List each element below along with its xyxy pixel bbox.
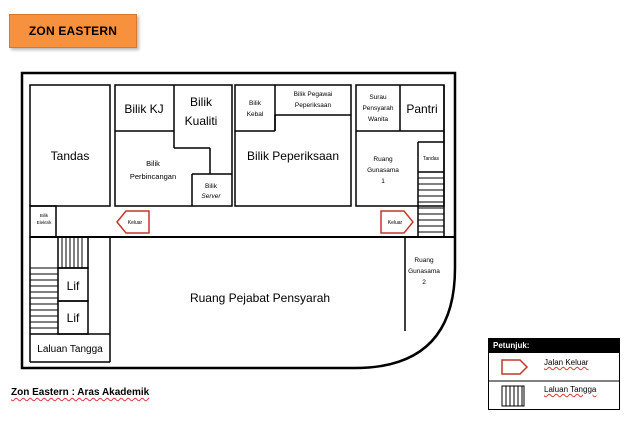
legend-box: Petunjuk: Jalan Keluar Laluan Tangga: [488, 338, 620, 410]
exit-arrow-right: [380, 210, 414, 234]
label-bilik-peperiksaan: Bilik Peperiksaan: [247, 149, 339, 163]
label-pantri: Pantri: [406, 102, 437, 116]
label-tandas-small: Tandas: [423, 156, 440, 162]
label-lif-2: Lif: [67, 311, 80, 325]
stairs-left-side: [30, 267, 58, 335]
label-ruang-gunasama1-1: Ruang: [373, 156, 393, 163]
room-bilik-elektrik: [29, 205, 57, 238]
label-bilik-kualiti-1: Bilik: [190, 95, 213, 109]
stairs-right: [418, 177, 444, 233]
label-bilik-kj: Bilik KJ: [124, 102, 163, 116]
label-ruang-gunasama1-2: Gunasama: [367, 167, 399, 174]
label-ruang-gunasama2-3: 2: [422, 279, 426, 286]
legend-stairs-label: Laluan Tangga: [544, 385, 597, 394]
zone-title-badge: ZON EASTERN: [9, 14, 137, 48]
label-keluar-right: Keluar: [388, 220, 403, 226]
label-keluar-left: Keluar: [128, 220, 143, 226]
label-bilik-server-1: Bilik: [205, 183, 218, 190]
label-bilik-perbincangan-1: Bilik: [146, 159, 160, 168]
label-ruang-gunasama1-3: 1: [381, 178, 385, 185]
label-surau-2: Pensyarah: [362, 105, 393, 112]
label-ruang-gunasama2-1: Ruang: [414, 257, 434, 264]
label-bilik-pegawai-2: Peperiksaan: [295, 102, 332, 109]
label-bilik-kualiti-2: Kualiti: [185, 114, 218, 128]
legend-title: Petunjuk:: [489, 339, 619, 353]
exit-arrow-left: [116, 210, 150, 234]
zone-title: ZON EASTERN: [28, 24, 118, 38]
label-surau-1: Surau: [369, 94, 387, 101]
label-bilik-kebal-1: Bilik: [249, 100, 262, 107]
label-tandas: Tandas: [51, 149, 90, 163]
label-ruang-gunasama2-2: Gunasama: [408, 268, 440, 275]
floor-caption: Zon Eastern : Aras Akademik: [11, 387, 150, 398]
stairs-icon: [501, 385, 525, 407]
label-bilik-elektrik-2: Elektrik: [37, 220, 53, 225]
label-bilik-elektrik-1: Bilik: [40, 213, 49, 218]
building-outline: [20, 71, 457, 370]
stairs-left-top-treads: [61, 237, 83, 268]
block-peperiksaan: [234, 84, 352, 207]
label-bilik-server-2: Server: [201, 193, 221, 200]
label-ruang-pejabat: Ruang Pejabat Pensyarah: [190, 291, 330, 305]
legend-symbols: [489, 359, 619, 407]
label-bilik-pegawai-1: Bilik Pegawai: [294, 91, 333, 98]
label-lif-1: Lif: [67, 279, 80, 293]
label-surau-3: Wanita: [368, 116, 388, 123]
exit-arrow-icon: [501, 359, 529, 375]
label-bilik-kebal-2: Kebal: [247, 111, 264, 118]
label-bilik-perbincangan-2: Perbincangan: [130, 172, 176, 181]
label-laluan-tangga: Laluan Tangga: [37, 344, 103, 355]
legend-exit-label: Jalan Keluar: [544, 358, 589, 367]
room-tandas: [29, 84, 111, 207]
